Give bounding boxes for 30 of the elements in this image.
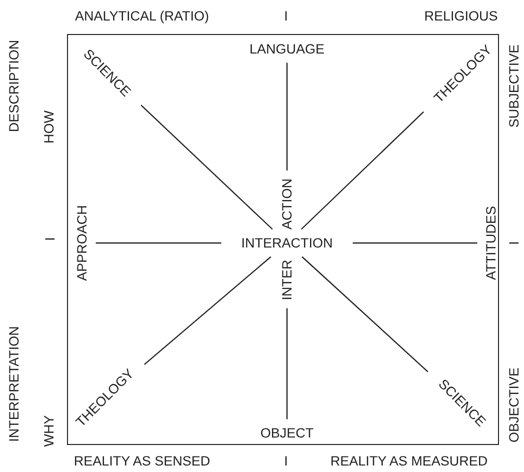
axis-label: SUBJECTIVE: [507, 44, 521, 128]
connector-line: [286, 308, 288, 420]
connector-line: [286, 62, 288, 170]
connector-line: [352, 242, 478, 244]
axis-label: I: [284, 9, 288, 23]
axis-label: I: [43, 237, 57, 241]
connector-line: [300, 111, 424, 230]
axis-label: HOW: [42, 110, 56, 144]
axis-label: REALITY AS SENSED: [74, 454, 210, 468]
frame-rectangle: [67, 34, 499, 445]
node-label: INTER: [279, 258, 295, 302]
axis-label: RELIGIOUS: [424, 9, 498, 23]
axis-label: DESCRIPTION: [7, 40, 21, 132]
axis-label: INTERPRETATION: [7, 326, 21, 442]
axis-label: I: [507, 241, 521, 245]
connector-line: [96, 242, 222, 244]
axis-label: I: [284, 454, 288, 468]
node-label: ACTION: [279, 176, 295, 232]
axis-label: REALITY AS MEASURED: [330, 454, 488, 468]
connector-line: [302, 256, 428, 372]
axis-label: ANALYTICAL (RATIO): [74, 9, 210, 23]
connector-line: [144, 256, 272, 365]
connector-line: [140, 104, 273, 230]
node-label: OBJECT: [258, 425, 316, 441]
node-label: ATTITUDES: [483, 204, 499, 282]
axis-label: OBJECTIVE: [507, 368, 521, 442]
node-label: APPROACH: [74, 203, 90, 283]
node-label: LANGUAGE: [247, 41, 327, 57]
axis-label: WHY: [42, 415, 56, 447]
hub-label: INTERACTION: [227, 235, 347, 251]
